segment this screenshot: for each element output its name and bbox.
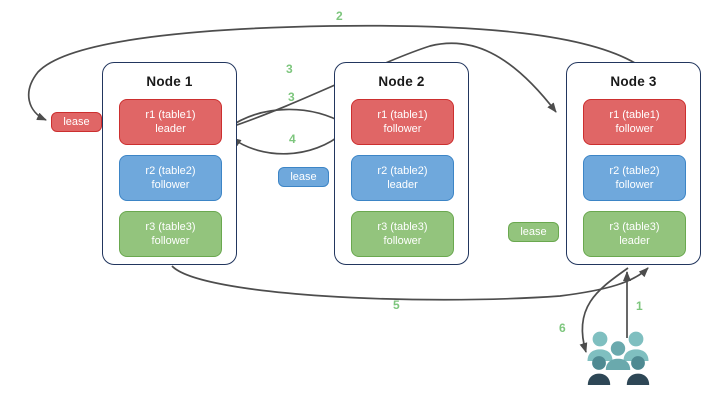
- replica-name: r3 (table3): [377, 221, 428, 233]
- replica-node2-r2[interactable]: r2 (table2) leader: [351, 155, 454, 201]
- replica-name: r3 (table3): [145, 221, 196, 233]
- replica-role: follower: [615, 123, 654, 135]
- replica-role: follower: [383, 235, 422, 247]
- replica-name: r1 (table1): [145, 109, 196, 121]
- replica-name: r2 (table2): [609, 165, 660, 177]
- node-card-node3[interactable]: Node 3 r1 (table1) follower r2 (table2) …: [566, 62, 701, 265]
- step-label-2: 2: [336, 9, 343, 23]
- replica-role: follower: [383, 123, 422, 135]
- step-label-3-upper: 3: [286, 62, 293, 76]
- step-label-3-lower: 3: [288, 90, 295, 104]
- replica-name: r2 (table2): [377, 165, 428, 177]
- replica-node3-r2[interactable]: r2 (table2) follower: [583, 155, 686, 201]
- replica-role: leader: [155, 123, 186, 135]
- replica-role: follower: [151, 179, 190, 191]
- replica-name: r2 (table2): [145, 165, 196, 177]
- step-label-6: 6: [559, 321, 566, 335]
- node-title-node1: Node 1: [146, 74, 193, 89]
- node-card-node2[interactable]: Node 2 r1 (table1) follower r2 (table2) …: [334, 62, 469, 265]
- lease-badge-r3[interactable]: lease: [508, 222, 559, 242]
- replica-node3-r3[interactable]: r3 (table3) leader: [583, 211, 686, 257]
- node-title-node3: Node 3: [610, 74, 657, 89]
- replica-node2-r3[interactable]: r3 (table3) follower: [351, 211, 454, 257]
- replica-node1-r1[interactable]: r1 (table1) leader: [119, 99, 222, 145]
- edge-step-3-lower: [227, 108, 346, 129]
- replica-role: leader: [387, 179, 418, 191]
- edge-step-5: [171, 265, 649, 301]
- lease-badge-r1[interactable]: lease: [51, 112, 102, 132]
- replica-node2-r1[interactable]: r1 (table1) follower: [351, 99, 454, 145]
- step-label-4: 4: [289, 132, 296, 146]
- lease-badge-r2[interactable]: lease: [278, 167, 329, 187]
- replica-node1-r3[interactable]: r3 (table3) follower: [119, 211, 222, 257]
- clients-group: [586, 330, 652, 392]
- replica-role: follower: [151, 235, 190, 247]
- replica-role: follower: [615, 179, 654, 191]
- replica-name: r1 (table1): [377, 109, 428, 121]
- node-card-node1[interactable]: Node 1 r1 (table1) leader r2 (table2) fo…: [102, 62, 237, 265]
- replica-node1-r2[interactable]: r2 (table2) follower: [119, 155, 222, 201]
- replica-name: r1 (table1): [609, 109, 660, 121]
- step-label-5: 5: [393, 298, 400, 312]
- people-icon: [587, 331, 650, 385]
- edge-step-4: [231, 131, 345, 155]
- replica-name: r3 (table3): [609, 221, 660, 233]
- step-label-1: 1: [636, 299, 643, 313]
- replica-node3-r1[interactable]: r1 (table1) follower: [583, 99, 686, 145]
- replica-role: leader: [619, 235, 650, 247]
- node-title-node2: Node 2: [378, 74, 425, 89]
